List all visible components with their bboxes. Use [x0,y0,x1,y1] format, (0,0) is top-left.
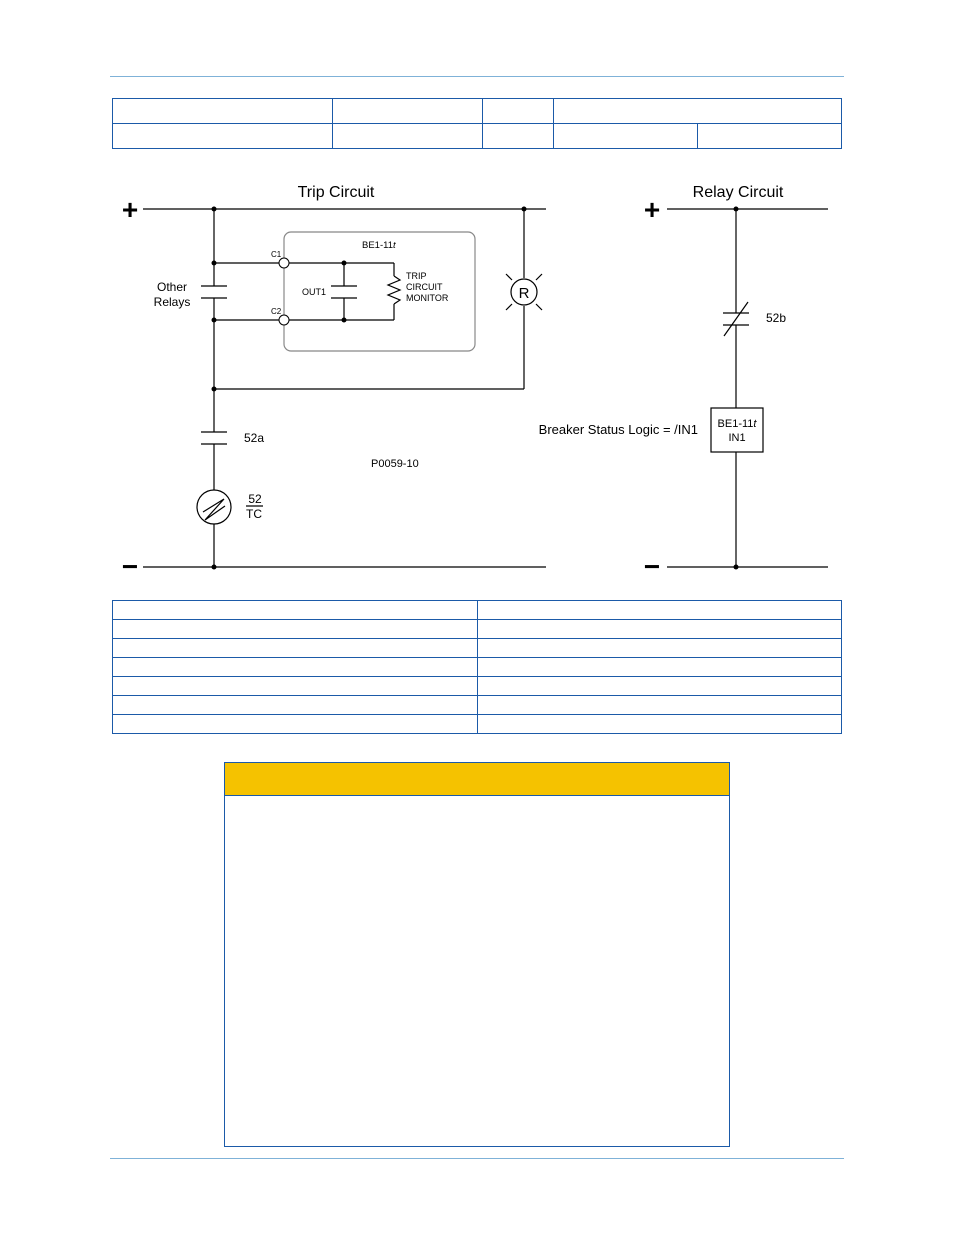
header-info-table [112,98,842,149]
table-cell [477,676,842,696]
table-cell [112,714,478,734]
settings-table [112,600,842,734]
notice-header [225,763,729,796]
breaker-status-logic: Breaker Status Logic = /IN1 [539,422,698,437]
table-row [112,619,842,639]
table-cell [332,123,483,149]
table-cell [553,123,698,149]
table-cell [112,676,478,696]
monitor-label-2: CIRCUIT [406,282,443,292]
table-cell [477,619,842,639]
relay-suffix: t [393,240,396,251]
table-row [112,695,842,715]
table-row [112,600,842,620]
contact-52b-label: 52b [766,311,786,325]
notice-box [224,762,730,1147]
table-cell [332,98,483,124]
table-cell [477,638,842,658]
coil-label-top: 52 [248,492,262,506]
other-relays-label-2: Relays [154,295,191,309]
contact-52a-label: 52a [244,431,264,445]
relay-minus-sign: − [644,551,660,580]
out1-label: OUT1 [302,287,326,297]
table-cell [477,714,842,734]
terminal-c2-label: C2 [271,307,282,316]
table-row [112,98,842,124]
table-cell [112,657,478,677]
table-cell [112,600,478,620]
table-cell [482,123,554,149]
relay-box-suffix: t [753,418,757,430]
table-cell [112,123,333,149]
relay-box-name: BE1-11 [718,418,754,430]
relay-name: BE1-11 [362,240,393,251]
table-cell [477,695,842,715]
plus-sign: + [122,194,138,225]
table-row [112,638,842,658]
table-cell [477,600,842,620]
table-cell [553,98,842,124]
table-row [112,714,842,734]
other-relays-label: Other [157,280,187,294]
trip-circuit-diagram: Trip Circuit + − Other Relays BE1-11t C1… [122,184,828,580]
relay-name-label: BE1-11t [362,240,396,251]
relay-circuit-title: Relay Circuit [693,184,784,201]
table-cell [112,695,478,715]
table-row [112,123,842,149]
coil-label-bottom: TC [246,507,262,521]
table-cell [477,657,842,677]
relay-box-label-1: BE1-11t [718,418,758,430]
table-row [112,676,842,696]
monitor-label-1: TRIP [406,271,427,281]
relay-plus-sign: + [644,194,660,225]
table-cell [697,123,842,149]
trip-circuit-title: Trip Circuit [298,184,375,201]
figure-id: P0059-10 [371,458,419,470]
relay-box-label-2: IN1 [728,432,745,444]
table-row [112,657,842,677]
table-cell [482,98,554,124]
lamp-label: R [519,285,530,302]
table-cell [112,619,478,639]
header-rule [110,76,844,77]
monitor-label-3: MONITOR [406,293,449,303]
minus-sign: − [122,551,138,580]
table-cell [112,98,333,124]
footer-rule [110,1158,844,1159]
table-cell [112,638,478,658]
terminal-c1-label: C1 [271,250,282,259]
